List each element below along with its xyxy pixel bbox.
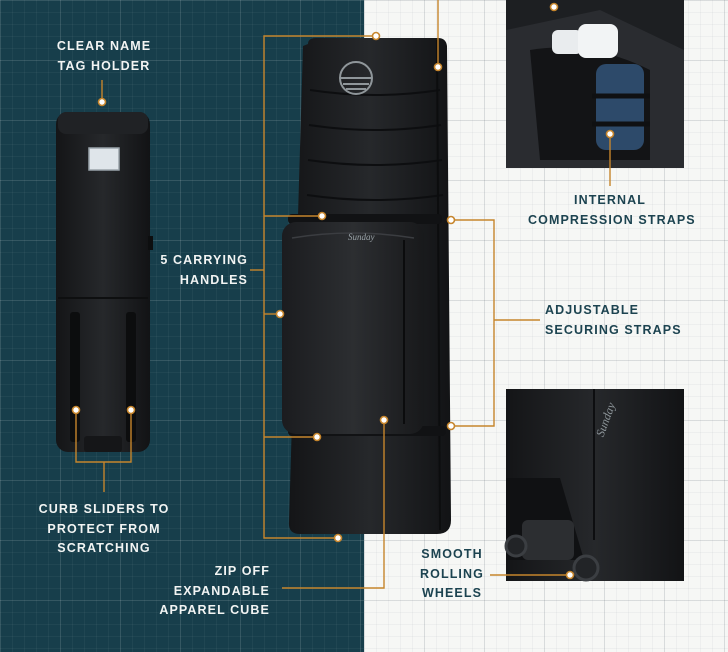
callout-securing-straps: ADJUSTABLE SECURING STRAPS [545, 301, 685, 340]
callout-line-3: APPAREL CUBE [159, 603, 270, 617]
callout-line-1: SMOOTH [421, 547, 483, 561]
golf-bag-inside [596, 64, 644, 150]
front-view-bag: Sunday [282, 38, 451, 534]
callout-dots [71, 2, 615, 580]
callout-line-2: PROTECT FROM [47, 521, 161, 536]
callout-line-2: COMPRESSION STRAPS [528, 212, 696, 227]
callout-line-2: HANDLES [179, 272, 248, 287]
inset-rolling-wheels: Sunday [504, 389, 684, 582]
callout-apparel-cube: ZIP OFF EXPANDABLE APPAREL CUBE [150, 562, 270, 621]
callout-line-3: WHEELS [421, 586, 483, 600]
callout-line-1: INTERNAL [574, 193, 646, 207]
back-view-bag [56, 112, 153, 452]
apparel-cube [282, 222, 424, 434]
callout-compression-straps: INTERNAL COMPRESSION STRAPS [528, 191, 696, 230]
callout-curb-sliders: CURB SLIDERS TO PROTECT FROM SCRATCHING [30, 500, 178, 559]
callout-line-2: TAG HOLDER [57, 58, 151, 73]
callout-line-2: EXPANDABLE [173, 583, 270, 598]
inset-compression-straps [506, 0, 684, 168]
callout-line-2: SECURING STRAPS [545, 322, 682, 337]
callout-line-1: CURB SLIDERS TO [38, 502, 170, 516]
callout-name-tag-holder: CLEAR NAME TAG HOLDER [52, 37, 156, 76]
callout-line-1: ADJUSTABLE [545, 303, 640, 317]
callout-line-1: ZIP OFF [214, 564, 270, 578]
name-tag-window [88, 147, 120, 171]
callout-line-2: ROLLING [420, 566, 484, 581]
logo-sun-waves [339, 61, 373, 95]
callout-rolling-wheels: SMOOTH ROLLING WHEELS [412, 545, 492, 604]
callout-line-1: 5 CARRYING [160, 253, 248, 267]
callout-line-3: SCRATCHING [57, 541, 151, 555]
callout-lines [75, 0, 611, 589]
script-brand-mark: Sunday [348, 232, 375, 242]
callout-line-1: CLEAR NAME [56, 39, 152, 53]
callout-carrying-handles: 5 CARRYING HANDLES [150, 251, 248, 290]
